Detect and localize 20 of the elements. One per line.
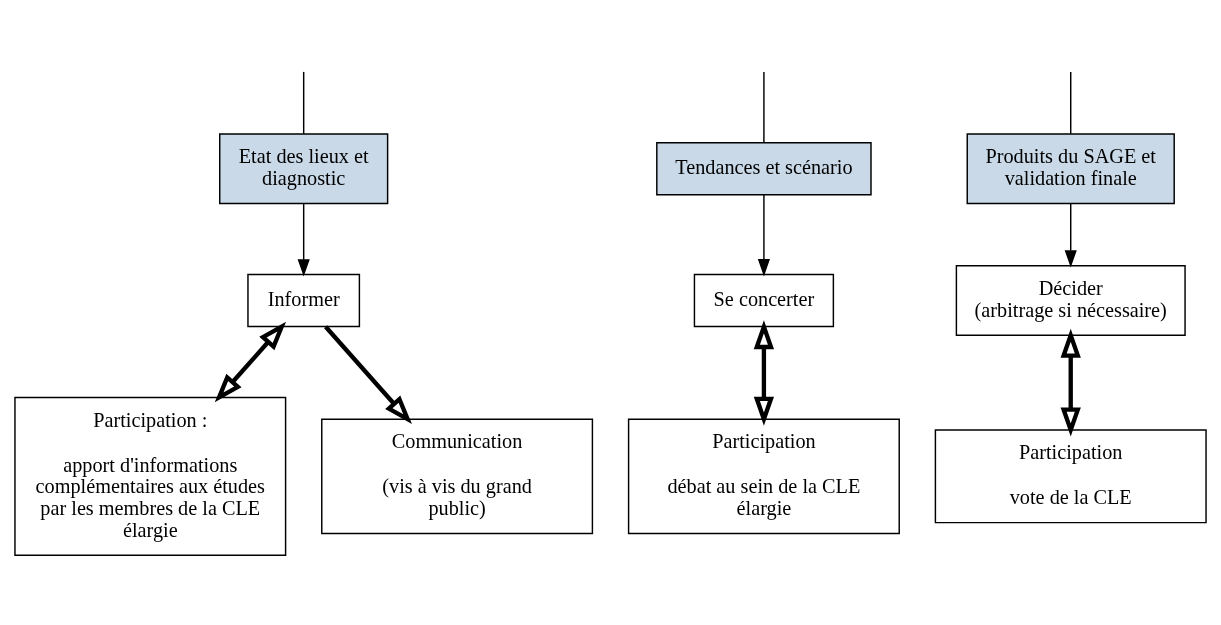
node-box: Se concerter — [693, 273, 835, 327]
connector — [1070, 70, 1072, 134]
node-box: Participation : apport d'informations complémentaires aux études par les membres de la CLE élargie — [14, 396, 287, 556]
arrow — [1064, 202, 1077, 268]
node-box: Participation débat au sein de la CLE élargie — [627, 417, 900, 534]
connector — [302, 70, 305, 134]
arrow — [757, 193, 770, 276]
node-box: Participation vote de la CLE — [934, 428, 1207, 523]
arrow — [1060, 328, 1081, 436]
node-box: Communication (vis à vis du grand public) — [321, 417, 594, 534]
arrow — [297, 202, 310, 277]
node-box: Informer — [247, 273, 361, 327]
node-box: Décider (arbitrage si nécessaire) — [955, 264, 1186, 336]
arrow — [214, 321, 287, 402]
connector — [763, 70, 765, 143]
node-box: Produits du SAGE et validation finale — [966, 132, 1175, 204]
node-box: Etat des lieux et diagnostic — [219, 132, 389, 204]
arrow — [753, 319, 775, 426]
arrow — [324, 324, 412, 424]
node-box: Tendances et scénario — [656, 141, 872, 196]
